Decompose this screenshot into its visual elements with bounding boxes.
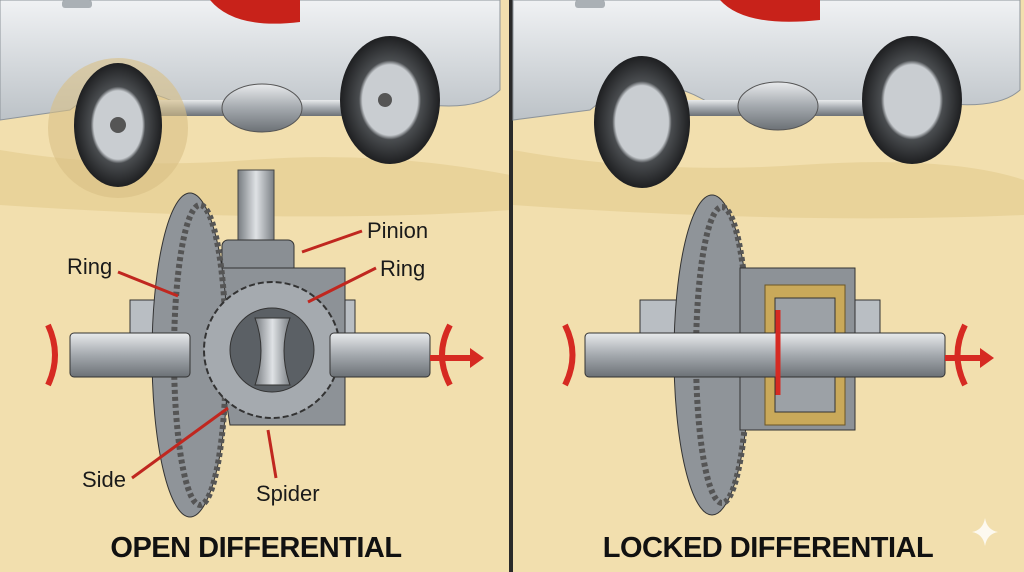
axle-housing — [737, 81, 819, 131]
label-side: Side — [82, 467, 126, 492]
label-spider: Spider — [256, 481, 320, 506]
open-differential — [69, 169, 431, 518]
label-arrows — [117, 229, 377, 480]
rotation-arrows — [562, 323, 980, 387]
pinion-shaft — [237, 169, 275, 251]
label-ring-left: Ring — [67, 254, 112, 279]
locked-differential-title: LOCKED DIFFERENTIAL — [603, 532, 933, 564]
left-axle-shaft — [69, 332, 191, 378]
spider-pin — [254, 317, 291, 386]
left-wheel — [594, 56, 690, 188]
panel-divider — [509, 0, 513, 572]
left-panel: Pinion Ring Ring Side Spider OPEN DIFFER… — [0, 0, 510, 572]
label-ring-right: Ring — [380, 256, 425, 281]
axle-housing — [221, 83, 303, 133]
right-panel: LOCKED DIFFERENTIAL — [512, 0, 1024, 572]
spinning-wheel — [48, 58, 188, 198]
right-wheel — [862, 36, 962, 164]
stuck-wheel — [340, 36, 440, 164]
right-arrow-head — [470, 348, 484, 368]
sparkle-icon — [972, 518, 998, 546]
right-axle-shaft — [329, 332, 431, 378]
open-differential-title: OPEN DIFFERENTIAL — [110, 532, 401, 564]
solid-axle-shaft — [584, 332, 946, 378]
locked-differential — [584, 194, 946, 516]
rotation-arrows — [45, 323, 470, 387]
label-pinion: Pinion — [367, 218, 428, 243]
